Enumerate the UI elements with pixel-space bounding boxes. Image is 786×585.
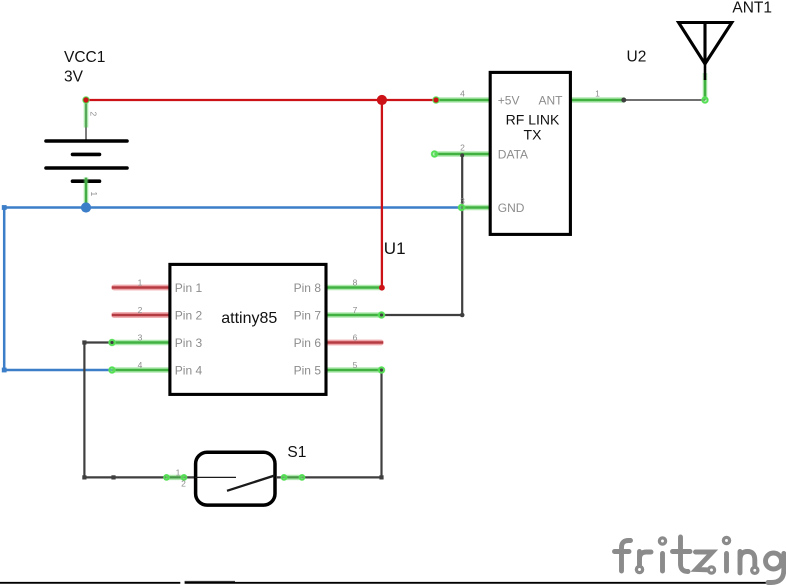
- svg-text:+5V: +5V: [498, 93, 520, 107]
- svg-text:GND: GND: [498, 201, 525, 215]
- svg-text:Pin 2: Pin 2: [175, 309, 203, 323]
- svg-text:3: 3: [460, 196, 465, 206]
- svg-text:7: 7: [353, 305, 358, 315]
- svg-text:ANT: ANT: [539, 93, 564, 107]
- svg-text:3: 3: [138, 332, 143, 342]
- svg-text:6: 6: [353, 332, 358, 342]
- svg-text:Pin 7: Pin 7: [294, 309, 322, 323]
- svg-text:1: 1: [595, 89, 600, 99]
- svg-text:Pin 4: Pin 4: [175, 364, 203, 378]
- svg-text:2: 2: [460, 143, 465, 153]
- svg-text:1: 1: [176, 467, 181, 477]
- svg-text:8: 8: [353, 277, 358, 287]
- svg-text:U1: U1: [384, 239, 406, 258]
- svg-text:1: 1: [138, 277, 143, 287]
- svg-text:TX: TX: [524, 127, 543, 143]
- svg-text:Pin 1: Pin 1: [175, 281, 203, 295]
- svg-text:attiny85: attiny85: [221, 310, 277, 327]
- svg-text:S1: S1: [287, 444, 306, 461]
- svg-text:2: 2: [138, 305, 143, 315]
- svg-text:2: 2: [89, 112, 99, 117]
- svg-text:2: 2: [181, 479, 186, 489]
- svg-text:Pin 5: Pin 5: [294, 364, 322, 378]
- svg-text:1: 1: [89, 192, 99, 197]
- svg-text:Pin 3: Pin 3: [175, 336, 203, 350]
- svg-text:ANT1: ANT1: [732, 0, 772, 16]
- svg-text:RF LINK: RF LINK: [506, 112, 560, 128]
- svg-text:Pin 8: Pin 8: [294, 281, 322, 295]
- svg-text:VCC1: VCC1: [64, 49, 105, 66]
- svg-text:Pin 6: Pin 6: [294, 336, 322, 350]
- svg-text:U2: U2: [627, 49, 647, 66]
- svg-text:4: 4: [460, 89, 465, 99]
- svg-text:DATA: DATA: [498, 147, 528, 161]
- svg-text:4: 4: [138, 360, 143, 370]
- svg-text:5: 5: [353, 360, 358, 370]
- svg-text:3V: 3V: [64, 68, 84, 85]
